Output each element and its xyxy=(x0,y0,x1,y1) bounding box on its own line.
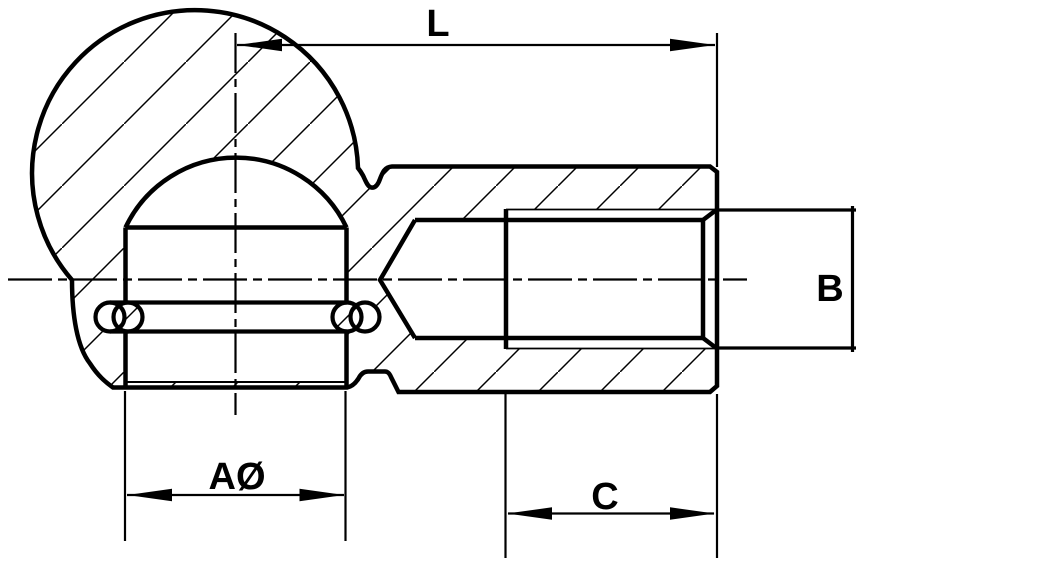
wire-hatch-left xyxy=(116,305,140,329)
c-arrow-left xyxy=(507,507,552,520)
ring-wire-section-inner-right xyxy=(330,300,364,334)
c-arrow-right xyxy=(670,507,715,520)
dimension-B: B xyxy=(719,206,856,352)
bore-chamfer-top xyxy=(701,207,719,222)
a-arrow-right xyxy=(299,488,344,502)
c-dimension-label: C xyxy=(591,476,618,518)
centerlines xyxy=(8,33,747,415)
dimension-A: AØ xyxy=(123,391,347,541)
outer-profile xyxy=(29,7,720,395)
l-dimension-label: L xyxy=(426,3,449,45)
ring-wire-section-outer-right xyxy=(348,300,382,334)
dimension-L: L xyxy=(237,3,719,167)
b-dimension-label: B xyxy=(816,268,843,310)
l-arrow-left xyxy=(237,38,282,52)
ring-wire-section-inner-left xyxy=(111,300,145,334)
drill-point-cone xyxy=(377,218,417,340)
retaining-ring-groove-void xyxy=(95,302,380,332)
ring-wire-section-outer-left xyxy=(93,300,127,334)
a-arrow-left xyxy=(127,488,172,502)
bore-chamfer-bottom xyxy=(701,336,719,351)
l-arrow-right xyxy=(670,38,715,52)
dimension-C: C xyxy=(504,394,719,558)
a-dimension-label: AØ xyxy=(209,456,266,498)
retaining-ring xyxy=(93,300,382,334)
wire-hatch-right xyxy=(335,305,359,329)
